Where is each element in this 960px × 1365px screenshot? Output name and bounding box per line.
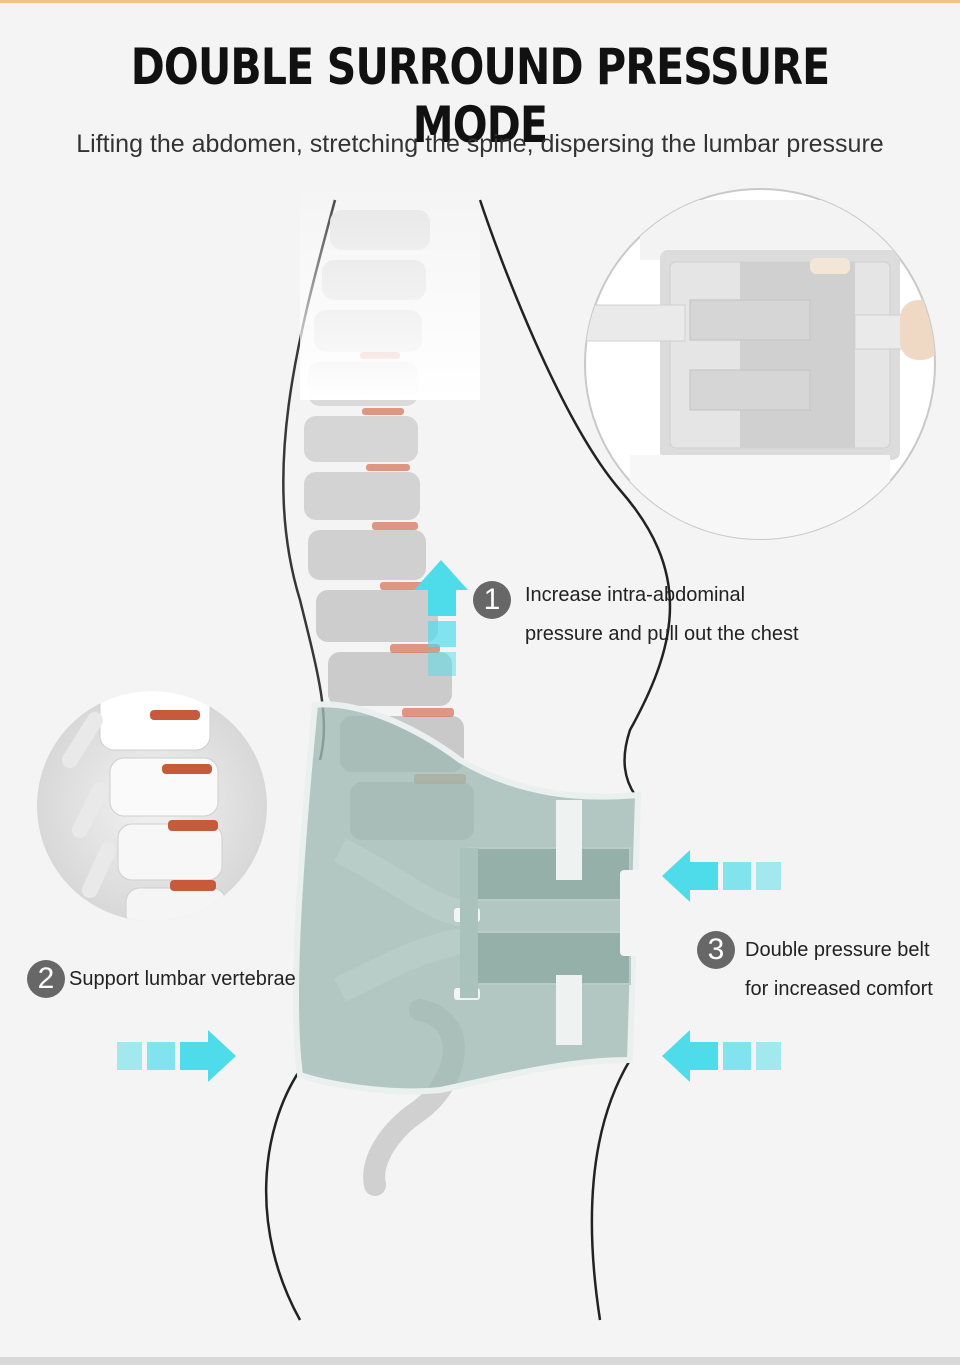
vertebrae-zoom-circle xyxy=(37,691,267,921)
callout-text-line: Increase intra-abdominal xyxy=(525,584,746,606)
callout-double-belt: Double pressure belt for increased comfo… xyxy=(745,931,933,1009)
callout-abdominal-pressure: Increase intra-abdominal pressure and pu… xyxy=(525,576,799,654)
callout-lumbar-support: Support lumbar vertebrae xyxy=(69,960,296,999)
callout-text-line: Support lumbar vertebrae xyxy=(69,968,296,990)
page-title: DOUBLE SURROUND PRESSURE MODE xyxy=(130,38,830,154)
callout-number-badge: 2 xyxy=(27,960,65,998)
callout-text-line: pressure and pull out the chest xyxy=(525,623,799,645)
up-arrow-icon xyxy=(414,560,468,676)
top-accent-line xyxy=(0,0,960,3)
callout-number-badge: 1 xyxy=(473,581,511,619)
callout-text-line: Double pressure belt xyxy=(745,939,930,961)
right-arrow-icon xyxy=(117,1030,236,1082)
page-subtitle: Lifting the abdomen, stretching the spin… xyxy=(76,130,884,158)
belt-zoom-circle xyxy=(584,188,936,540)
bottom-divider xyxy=(0,1357,960,1365)
left-arrow-icon xyxy=(662,850,781,902)
lumbar-belt xyxy=(292,701,644,1095)
left-arrow-icon xyxy=(662,1030,781,1082)
callout-text-line: for increased comfort xyxy=(745,978,933,1000)
callout-number-badge: 3 xyxy=(697,931,735,969)
